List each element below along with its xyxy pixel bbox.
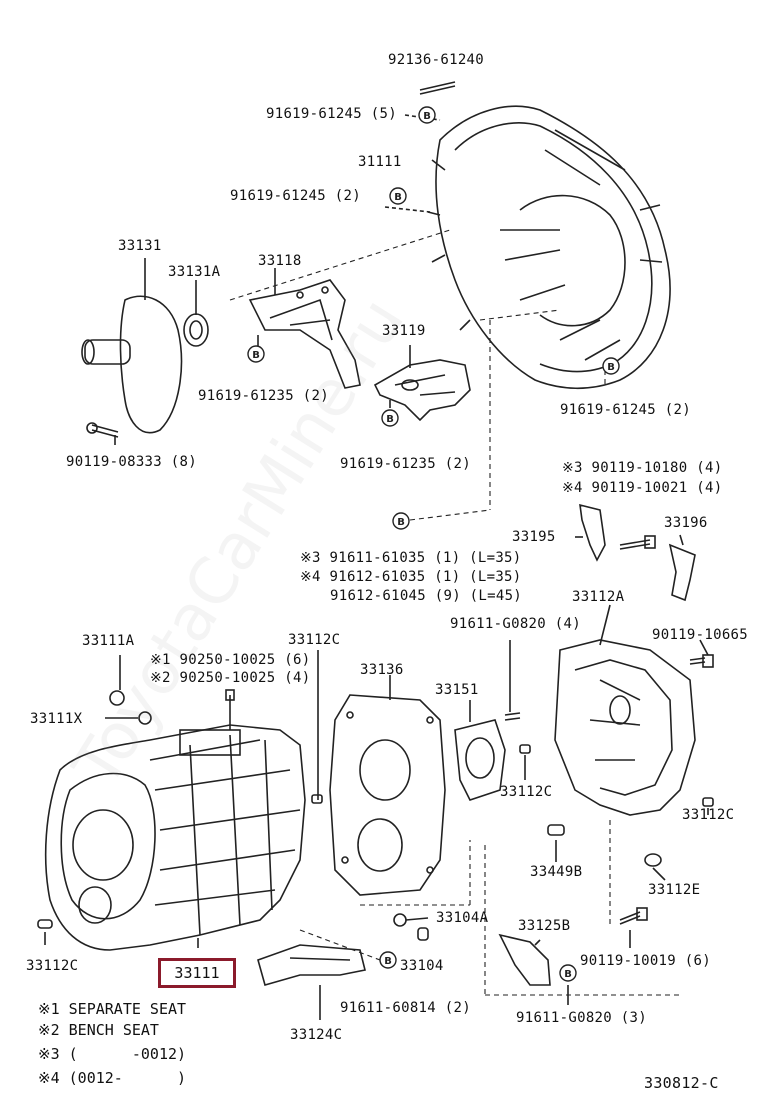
part-label: 33112E (648, 882, 701, 898)
part-label: 33112C (26, 958, 79, 974)
bolt-marker-icon (381, 409, 399, 427)
svg-text:B: B (607, 362, 615, 373)
part-label: 91619-61245 (2) (560, 402, 691, 418)
svg-text:B: B (564, 969, 572, 980)
part-label: 33112A (572, 589, 625, 605)
part-label: 33124C (290, 1027, 343, 1043)
intermediate-plate-part (329, 694, 446, 896)
bolt-marker-icon (602, 357, 620, 375)
footnote: ※3 ( -0012) (38, 1045, 187, 1063)
part-label: ※3 90119-10180 (4) (562, 460, 723, 476)
bolt-marker-icon (247, 345, 265, 363)
svg-text:B: B (394, 192, 402, 203)
part-label: 33111A (82, 633, 135, 649)
bell-housing-part (427, 105, 671, 390)
part-label: 31111 (358, 154, 402, 170)
part-label: 33151 (435, 682, 479, 698)
part-label: 33112C (288, 632, 341, 648)
extension-housing-part (554, 639, 696, 816)
part-label: ※4 90119-10021 (4) (562, 480, 723, 496)
footnote: ※4 (0012- ) (38, 1069, 187, 1087)
transmission-case-part (44, 724, 306, 951)
part-label: 33195 (512, 529, 556, 545)
part-label: 91611-G0820 (4) (450, 616, 581, 632)
bracket-33196-part (668, 543, 696, 602)
part-label: 90119-10019 (6) (580, 953, 711, 969)
bolt-marker-icon (418, 106, 436, 124)
part-label: 33112C (500, 784, 553, 800)
bearing-retainer-part (81, 295, 209, 438)
highlighted-part-label: 33111 (174, 964, 220, 982)
part-label: ※3 91611-61035 (1) (L=35) (300, 550, 522, 566)
part-label: 33119 (382, 323, 426, 339)
part-label: 33136 (360, 662, 404, 678)
part-label: 33112C (682, 807, 735, 823)
part-label: 91619-61245 (2) (230, 188, 361, 204)
part-label: 33125B (518, 918, 571, 934)
bolt-marker-icon (559, 964, 577, 982)
part-label: 33118 (258, 253, 302, 269)
part-label: 33449B (530, 864, 583, 880)
bolt-marker-icon (392, 512, 410, 530)
part-label: 91619-61245 (5) (266, 106, 397, 122)
bracket-33195-part (579, 503, 606, 562)
part-label: ※4 91612-61035 (1) (L=35) (300, 569, 522, 585)
bolt-marker-icon (379, 951, 397, 969)
svg-text:B: B (386, 414, 394, 425)
footnote: ※2 BENCH SEAT (38, 1021, 159, 1039)
highlighted-part-box[interactable]: 33111 (158, 958, 236, 988)
svg-text:B: B (384, 956, 392, 967)
stud-92136 (419, 81, 456, 95)
bracket-33119-part (373, 359, 471, 422)
footnote: ※1 SEPARATE SEAT (38, 1000, 187, 1018)
part-label: 90119-10665 (652, 627, 749, 643)
part-label: 33131 (118, 238, 162, 254)
part-label: 33131A (168, 264, 221, 280)
part-label: 33111X (30, 711, 83, 727)
part-label: 33196 (664, 515, 708, 531)
retainer-33151-part (454, 719, 506, 801)
part-label: 91612-61045 (9) (L=45) (330, 588, 523, 604)
part-label: 33104 (400, 958, 444, 974)
svg-text:B: B (252, 350, 260, 361)
bracket-33124c-part (257, 944, 366, 986)
part-label: 33104A (436, 910, 489, 926)
bracket-33125b-part (498, 933, 551, 986)
part-label: 91619-61235 (2) (340, 456, 471, 472)
part-label: 91611-G0820 (3) (516, 1010, 647, 1026)
part-label: 92136-61240 (388, 52, 485, 68)
part-label: 90119-08333 (8) (66, 454, 197, 470)
svg-text:B: B (423, 111, 431, 122)
svg-text:B: B (397, 517, 405, 528)
diagram-code: 330812-C (644, 1074, 719, 1092)
bracket-33118-part (248, 279, 361, 389)
part-label: ※1 90250-10025 (6) (150, 652, 311, 668)
part-label: 91611-60814 (2) (340, 1000, 471, 1016)
bolt-marker-icon (389, 187, 407, 205)
part-label: ※2 90250-10025 (4) (150, 670, 311, 686)
part-label: 91619-61235 (2) (198, 388, 329, 404)
